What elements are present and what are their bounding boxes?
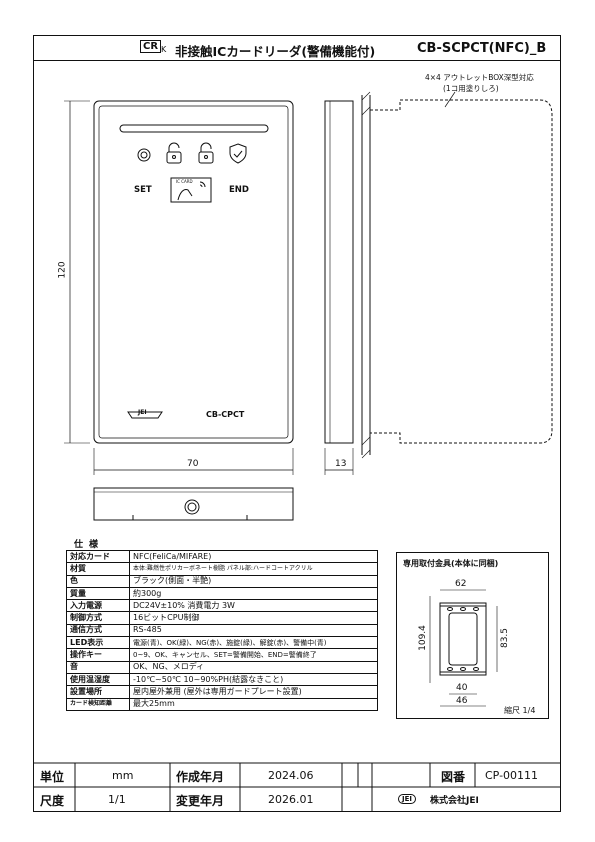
changed-value: 2026.01 [268, 793, 314, 806]
bottom-screw-icon [184, 499, 200, 515]
company-logo: JEI [398, 794, 416, 804]
front-body-outline [93, 100, 294, 444]
unlock-icon [198, 142, 214, 164]
page-title: 非接触ICカードリーダ(警備機能付) [175, 44, 376, 59]
card-reader-icon [170, 177, 212, 203]
side-body-outline [324, 100, 354, 444]
front-logo-icon [127, 411, 163, 419]
lock-icon [166, 142, 182, 164]
front-logo-text: JEI [138, 409, 147, 416]
shield-check-icon [229, 143, 247, 164]
table-row: 質量約300g [66, 586, 378, 601]
dim-height: 120 [57, 261, 68, 279]
spec-title: 仕様 [74, 540, 105, 550]
mount-title: 専用取付金具(本体に同梱) [403, 559, 499, 568]
created-value: 2024.06 [268, 769, 314, 782]
created-label: 作成年月 [176, 770, 225, 784]
mount-dim-top: 62 [455, 579, 467, 589]
model-code: CB-SCPCT(NFC)_B [417, 41, 547, 56]
mount-dim-right: 83.5 [500, 627, 511, 649]
box-note-line1: 4×4 アウトレットBOX深型対応 [425, 73, 534, 82]
card-label: IC CARD [176, 179, 193, 184]
mount-dim-b1: 40 [456, 683, 468, 693]
drawing-frame [33, 35, 561, 812]
bottom-view-outline [93, 487, 294, 521]
dim-width: 70 [187, 459, 199, 469]
box-note-line2: (1コ用塗りしろ) [443, 84, 499, 93]
scale-label: 尺度 [40, 794, 65, 808]
unit-value: mm [112, 769, 134, 782]
mount-dim-b2: 46 [456, 696, 468, 706]
company-name: 株式会社JEI [430, 796, 479, 806]
header-divider [33, 60, 561, 61]
unit-label: 単位 [40, 770, 65, 784]
set-label: SET [134, 185, 152, 195]
dim-depth: 13 [335, 459, 347, 469]
drawing-no-label: 図番 [441, 770, 466, 784]
end-label: END [229, 185, 249, 195]
table-row: 使用温湿度-10℃~50℃ 10~90%PH(結露なきこと) [66, 672, 378, 687]
table-row: LED表示電源(青)、OK(緑)、NG(赤)、施錠(緑)、解錠(赤)、警備中(青… [66, 636, 378, 650]
table-row: カード検知距離最大25mm [66, 697, 378, 711]
mount-bracket-drawing [429, 589, 498, 707]
table-row: 材質本体:難燃性ポリカーボネート樹脂 パネル部:ハードコートアクリル [66, 562, 378, 576]
table-row: 色ブラック(側面・半艶) [66, 574, 378, 588]
power-led-icon [137, 148, 151, 162]
drawing-no-value: CP-00111 [485, 769, 539, 782]
outlet-box-outline [370, 99, 553, 444]
mount-box [396, 552, 549, 719]
changed-label: 変更年月 [176, 794, 225, 808]
mount-dim-left: 109.4 [417, 625, 428, 651]
front-panel-outline [98, 105, 289, 439]
mount-scale: 縮尺 1/4 [504, 706, 536, 715]
card-slot-bar [119, 124, 269, 133]
scale-value: 1/1 [108, 793, 126, 806]
table-row: 設置場所屋内屋外兼用 (屋外は専用ガードプレート設置) [66, 685, 378, 699]
brand-model: CB-CPCT [206, 410, 245, 419]
